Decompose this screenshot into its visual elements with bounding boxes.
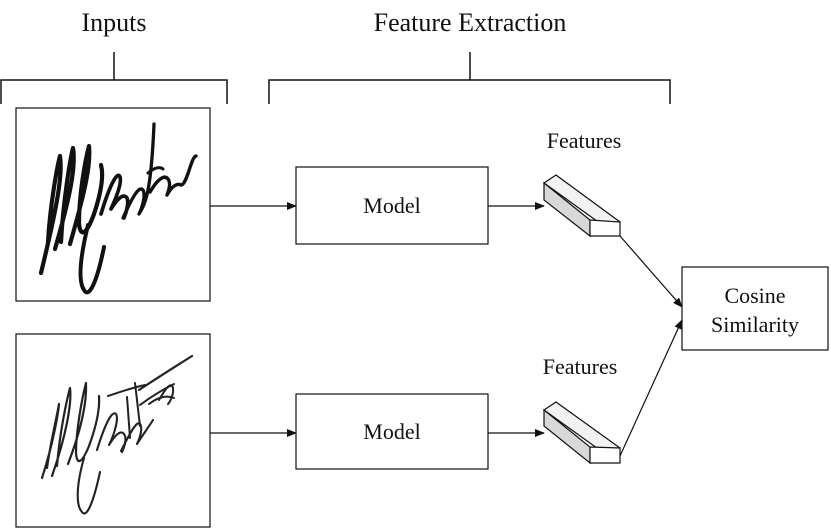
arrow-features-top-to-similarity bbox=[619, 235, 683, 308]
cosine-similarity-line1: Cosine bbox=[724, 283, 785, 308]
model-box-bottom: Model bbox=[295, 393, 489, 470]
signature-top-drawing bbox=[38, 122, 198, 295]
features-label-top: Features bbox=[547, 128, 622, 153]
input-signature-bottom bbox=[15, 333, 211, 528]
feature-vector-top bbox=[542, 174, 622, 238]
cosine-similarity-box: Cosine Similarity bbox=[681, 266, 829, 351]
arrow-features-bottom-to-similarity bbox=[619, 319, 683, 457]
model-box-top: Model bbox=[295, 166, 489, 245]
feature-extraction-bracket bbox=[268, 52, 671, 104]
inputs-header: Inputs bbox=[82, 8, 147, 37]
model-label-bottom: Model bbox=[363, 419, 420, 444]
model-label-top: Model bbox=[363, 193, 420, 218]
inputs-bracket bbox=[0, 52, 228, 104]
feature-extraction-header: Feature Extraction bbox=[374, 8, 567, 37]
signature-bottom-drawing bbox=[40, 354, 194, 515]
cosine-similarity-line2: Similarity bbox=[711, 312, 799, 337]
features-label-bottom: Features bbox=[543, 354, 618, 379]
feature-vector-bottom bbox=[542, 401, 622, 465]
input-signature-top bbox=[15, 107, 211, 302]
